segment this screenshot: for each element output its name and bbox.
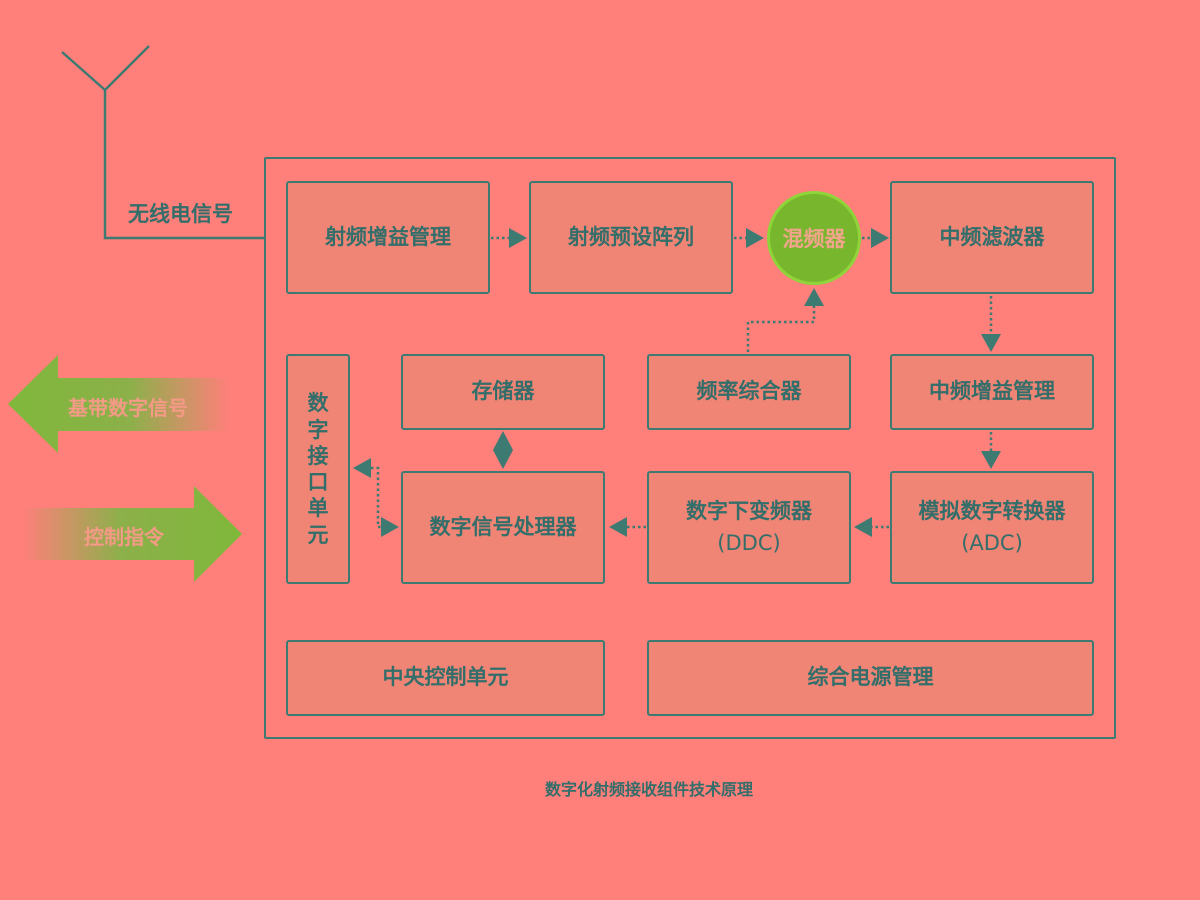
digital-interface-char: 数 bbox=[307, 391, 329, 416]
adc-abbr: (ADC) bbox=[961, 530, 1023, 555]
ddc-abbr: (DDC) bbox=[717, 530, 781, 555]
digital-interface-char: 元 bbox=[307, 522, 329, 547]
digital-interface-char: 口 bbox=[307, 470, 329, 494]
baseband-arrow-shape bbox=[8, 355, 230, 453]
adc-title: 模拟数字转换器 bbox=[918, 499, 1066, 523]
digital-interface-char: 接 bbox=[307, 443, 329, 468]
receiver-module-frame bbox=[264, 157, 1116, 739]
if-filter-block: 中频滤波器 bbox=[890, 181, 1094, 294]
dsp-block: 数字信号处理器 bbox=[401, 471, 605, 584]
baseband-arrow-label: 基带数字信号 bbox=[68, 396, 188, 420]
rf-gain-block: 射频增益管理 bbox=[286, 181, 490, 294]
digital-interface-char: 字 bbox=[307, 417, 329, 442]
adc-block: 模拟数字转换器 (ADC) bbox=[890, 471, 1094, 584]
rf-preset-block: 射频预设阵列 bbox=[529, 181, 733, 294]
diagram-caption: 数字化射频接收组件技术原理 bbox=[545, 780, 754, 799]
ddc-title: 数字下变频器 bbox=[686, 499, 812, 523]
connector-dsp-interface bbox=[371, 466, 382, 529]
digital-interface-block: 数 字 接 口 单 元 bbox=[286, 354, 350, 584]
control-arrow-label: 控制指令 bbox=[84, 525, 164, 549]
memory-block: 存储器 bbox=[401, 354, 605, 430]
frequency-synthesizer-block: 频率综合器 bbox=[647, 354, 851, 430]
ddc-block: 数字下变频器 (DDC) bbox=[647, 471, 851, 584]
antenna-icon bbox=[61, 45, 264, 240]
digital-interface-char: 单 bbox=[307, 496, 329, 521]
central-control-block: 中央控制单元 bbox=[286, 640, 605, 716]
power-management-block: 综合电源管理 bbox=[647, 640, 1094, 716]
if-gain-block: 中频增益管理 bbox=[890, 354, 1094, 430]
connector-synth-mixer bbox=[746, 306, 816, 352]
mixer-block: 混频器 bbox=[767, 191, 861, 285]
antenna-label: 无线电信号 bbox=[128, 202, 233, 226]
control-arrow-shape bbox=[22, 486, 242, 582]
